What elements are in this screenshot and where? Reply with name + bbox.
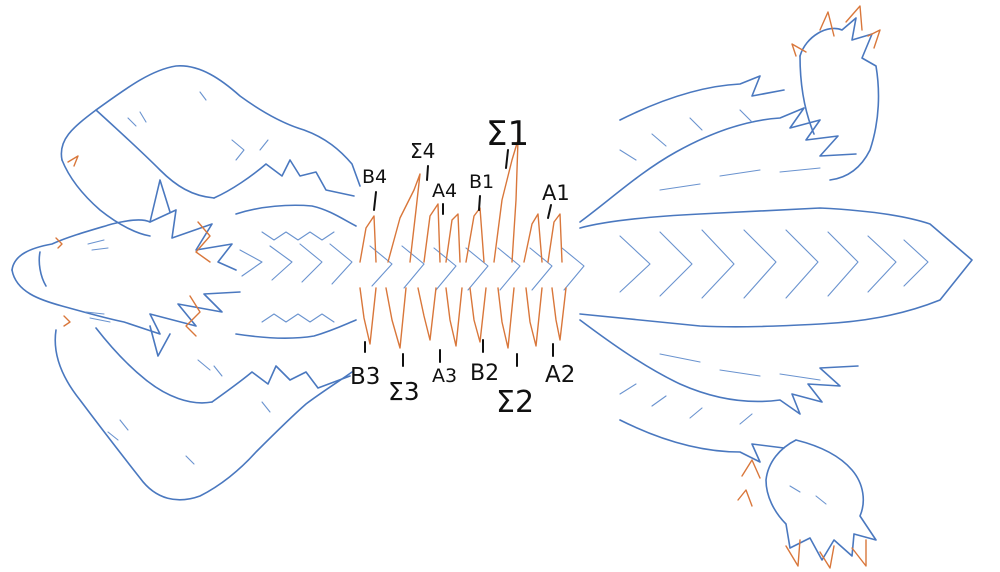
label-b1: B1 xyxy=(469,171,494,193)
label-b4: B4 xyxy=(362,166,387,188)
belly-scales xyxy=(239,229,929,323)
spine-labels: B4 Σ4 A4 B1 Σ1 A1 B3 Σ3 A3 B2 Σ2 A2 xyxy=(350,114,575,420)
lower-front-limb xyxy=(54,327,353,501)
lower-hind-limb xyxy=(765,439,877,561)
label-sigma4: Σ4 xyxy=(410,139,435,163)
upper-hind-claws xyxy=(791,5,881,57)
label-a3: A3 xyxy=(432,365,457,387)
torso-outline xyxy=(235,204,973,339)
label-leader-ticks xyxy=(364,149,554,367)
label-a4: A4 xyxy=(432,180,457,202)
lower-spines xyxy=(359,287,567,349)
label-a1: A1 xyxy=(542,181,570,205)
upper-spines xyxy=(359,139,563,263)
head-orange-marks xyxy=(55,155,211,337)
label-sigma1: Σ1 xyxy=(486,114,529,154)
tail-fur xyxy=(579,75,859,463)
lower-hind-claws xyxy=(737,459,867,569)
label-sigma2: Σ2 xyxy=(496,385,534,420)
label-a2: A2 xyxy=(545,362,575,388)
upper-front-limb xyxy=(60,65,361,237)
upper-hind-limb xyxy=(799,17,880,181)
label-sigma3: Σ3 xyxy=(388,377,420,406)
head-outline xyxy=(11,179,241,357)
label-b2: B2 xyxy=(470,361,499,386)
label-b3: B3 xyxy=(350,364,380,390)
